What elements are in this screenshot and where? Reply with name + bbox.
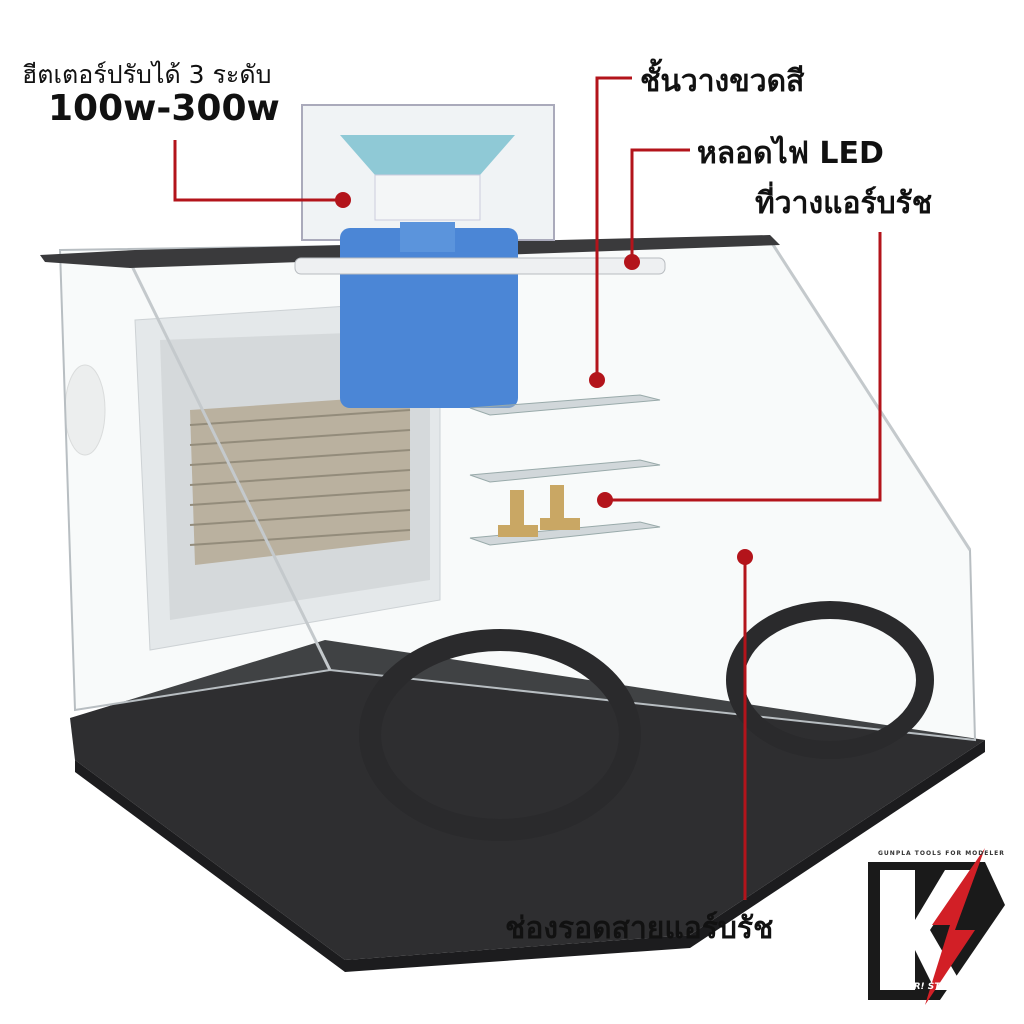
filter-tank xyxy=(340,228,518,408)
logo-tagline: GUNPLA TOOLS FOR MODELER xyxy=(878,850,1005,857)
heater-label: ฮีตเตอร์ปรับได้ 3 ระดับ xyxy=(22,60,272,89)
shelf-label: ชั้นวางขวดสี xyxy=(640,64,805,99)
led-bar xyxy=(294,257,666,275)
fan-cap xyxy=(340,135,515,175)
led-label: หลอดไฟ LED xyxy=(697,136,884,171)
airbrush-holders xyxy=(498,485,580,537)
heater-wattage: 100w-300w xyxy=(48,88,280,129)
callout-lines xyxy=(173,76,882,900)
paint-shelves xyxy=(469,394,661,546)
callout-dots xyxy=(335,192,753,565)
left-hand-hole xyxy=(359,629,641,841)
logo-name: KOOLER! STUDIO xyxy=(880,982,967,992)
right-hand-hole xyxy=(726,601,934,759)
filter-cardboard xyxy=(190,395,410,565)
kooleri-studio-logo xyxy=(868,848,1005,1005)
hose-slot-label: ช่องรอดสายแอร์บรัช xyxy=(505,911,774,946)
airbrush-holder-label: ที่วางแอร์บรัช xyxy=(755,186,933,221)
